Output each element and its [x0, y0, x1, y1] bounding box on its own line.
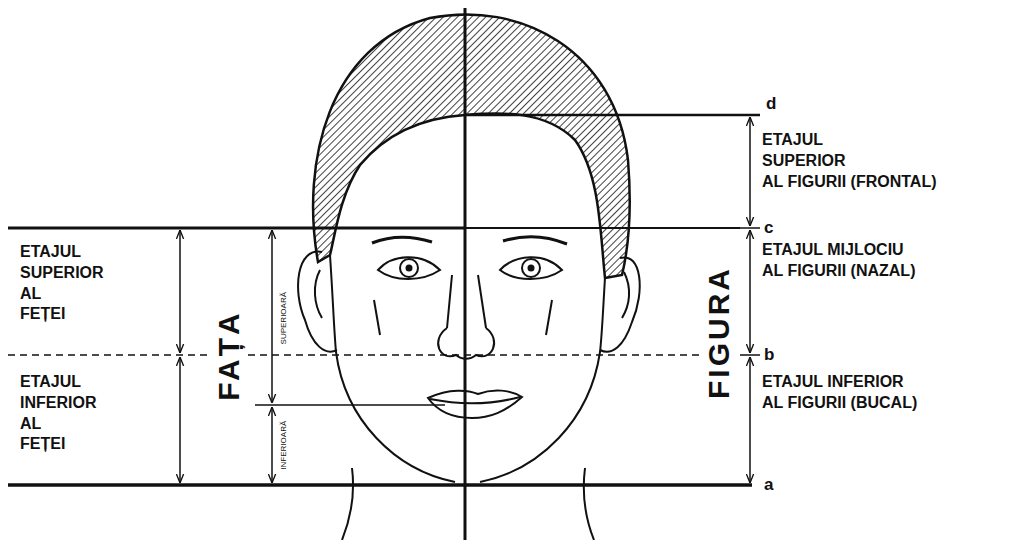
face-outline [298, 237, 640, 540]
reference-lines [8, 8, 760, 540]
small-axis-label: SUPERIOARĂ [279, 292, 289, 344]
hair [313, 14, 630, 278]
line-letter: c [764, 217, 773, 239]
zone-label: ETAJUL INFERIOR AL FEȚEI [20, 372, 96, 455]
line-letter: d [766, 93, 776, 115]
zone-label: ETAJUL INFERIOR AL FIGURII (BUCAL) [762, 372, 917, 414]
line-letter: a [764, 474, 773, 496]
eye-iris [400, 259, 540, 277]
zone-label: ETAJUL MIJLOCIU AL FIGURII (NAZAL) [762, 240, 915, 282]
zone-label: ETAJUL SUPERIOR AL FEȚEI [20, 242, 104, 325]
line-letter: b [764, 344, 774, 366]
axis-title: FAȚA [211, 306, 244, 404]
small-axis-label: INFERIOARĂ [279, 421, 289, 470]
axis-title: FIGURA [702, 262, 735, 403]
dimension-arrows [180, 117, 750, 483]
zone-label: ETAJUL SUPERIOR AL FIGURII (FRONTAL) [762, 130, 937, 192]
